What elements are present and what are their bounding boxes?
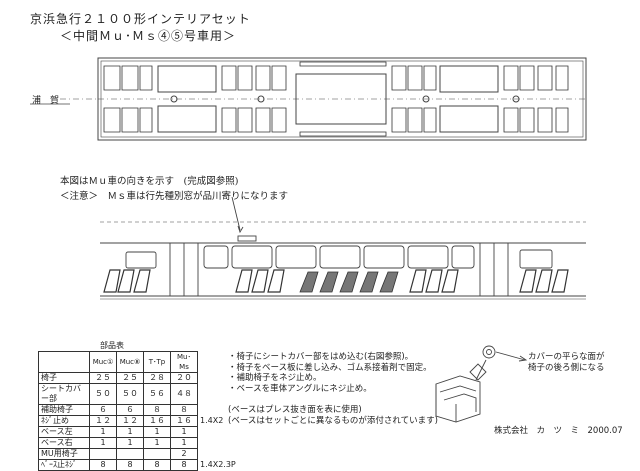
cell: 1 xyxy=(170,437,198,449)
row-extra xyxy=(198,438,238,449)
company-credit: 株式会社 カ ツ ミ 2000.07 xyxy=(494,426,623,436)
table-row: ﾍﾞｰｽ止ﾈｼﾞ 8 8 8 8 1.4X2.3P xyxy=(38,459,238,471)
instruction-line: (ベースはプレス抜き面を表に使用) xyxy=(228,404,362,415)
seat-sketch-drawing xyxy=(435,345,528,423)
instruction-line: ・椅子にシートカバー部をはめ込む(右図参照)。 xyxy=(228,352,414,362)
table-row: 補助椅子 ６ ６ ８ ８ xyxy=(38,404,238,416)
parts-table-caption: 部品表 xyxy=(100,341,124,350)
cell xyxy=(89,448,117,460)
direction-note: 本図はＭｕ車の向きを示す (完成図参照) xyxy=(60,176,239,187)
cell: 1 xyxy=(143,437,171,449)
cell xyxy=(143,448,171,460)
cell: 1 xyxy=(116,437,144,449)
row-extra: 1.4X2 xyxy=(200,416,224,425)
side-view-drawing xyxy=(100,196,586,300)
instruction-line: (ベースはセットごとに異なるものが添付されています) xyxy=(228,415,438,426)
title-line1: 京浜急行２１００形インテリアセット xyxy=(30,12,251,26)
cell xyxy=(116,448,144,460)
cell: 8 xyxy=(89,459,117,471)
cell: 1 xyxy=(89,437,117,449)
row-extra: 1.4X2.3P xyxy=(200,460,236,469)
title-line2: ＜中間Ｍｕ･Ｍｓ④⑤号車用＞ xyxy=(60,29,237,43)
cell: 8 xyxy=(143,459,171,471)
instruction-line: ・補助椅子をネジ止め。 xyxy=(228,373,322,384)
caution-note: ＜注意＞ Ｍｓ車は行先種別窓が品川寄りになります xyxy=(60,191,289,202)
cell: 2 xyxy=(170,448,198,460)
row-label: ﾍﾞｰｽ止ﾈｼﾞ xyxy=(38,459,90,471)
seat-cover-callout: カバーの平らな面が 椅子の後ろ側になる xyxy=(528,352,605,374)
row-extra xyxy=(198,449,238,460)
row-label: ベース右 xyxy=(38,437,90,449)
table-row: シートカバー部 ５０ ５０ ５６ ４８ xyxy=(38,383,238,405)
row-label: MU用椅子 xyxy=(38,448,90,460)
table-row: MU用椅子 2 xyxy=(38,448,238,460)
assembly-instructions: ・椅子にシートカバー部をはめ込む(右図参照)。 ・椅子をベース板に差し込み、ゴム… xyxy=(228,352,438,426)
plan-view-drawing xyxy=(30,57,587,141)
instruction-line: ・椅子をベース板に差し込み、ゴム系接着剤で固定。 xyxy=(228,362,432,373)
cell: ８ xyxy=(170,404,198,416)
callout-line: 椅子の後ろ側になる xyxy=(528,363,605,373)
cell: 8 xyxy=(170,459,198,471)
callout-line: カバーの平らな面が xyxy=(528,352,605,362)
instruction-line: ・ベースを車体アングルにネジ止め。 xyxy=(228,383,372,394)
table-row: ベース右 1 1 1 1 xyxy=(38,437,238,449)
cell: 8 xyxy=(116,459,144,471)
plan-direction-label: 浦 賀 xyxy=(32,96,60,106)
